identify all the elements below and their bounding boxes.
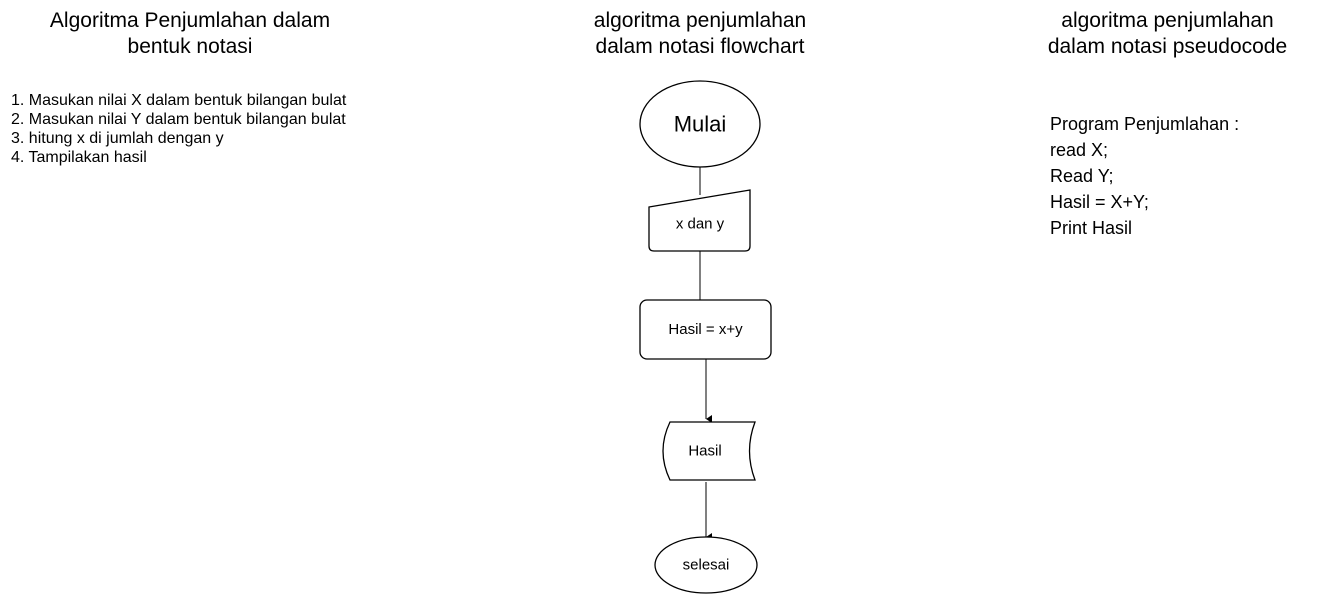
flowchart-end-node: selesai — [654, 536, 758, 594]
algorithm-step-3: 3. hitung x di jumlah dengan y — [11, 130, 224, 147]
pseudocode-line-1: Program Penjumlahan : — [1050, 114, 1240, 134]
algorithm-step-1: 1. Masukan nilai X dalam bentuk bilangan… — [11, 92, 347, 109]
title-pseudocode: algoritma penjumlahan dalam notasi pseud… — [1010, 8, 1325, 60]
flowchart-end-label: selesai — [683, 557, 730, 574]
title-pseudocode-line-1: algoritma penjumlahan — [1061, 9, 1274, 32]
title-notation-line-1: Algoritma Penjumlahan dalam — [49, 9, 331, 32]
flowchart-start-node: Mulai — [639, 80, 761, 168]
flowchart-process-node: Hasil = x+y — [639, 299, 772, 360]
algorithm-steps-list: 1. Masukan nilai X dalam bentuk bilangan… — [11, 91, 346, 167]
title-flowchart: algoritma penjumlahan dalam notasi flowc… — [540, 8, 860, 60]
pseudocode-block: Program Penjumlahan : read X; Read Y; Ha… — [1050, 111, 1239, 241]
pseudocode-line-4: Hasil = X+Y; — [1050, 192, 1149, 212]
flowchart-output-label: Hasil — [688, 443, 721, 460]
title-pseudocode-line-2: dalam notasi pseudocode — [1047, 35, 1288, 58]
algorithm-step-2: 2. Masukan nilai Y dalam bentuk bilangan… — [11, 111, 346, 128]
flowchart-process-label: Hasil = x+y — [668, 321, 743, 338]
title-flowchart-line-2: dalam notasi flowchart — [595, 35, 805, 58]
flowchart-input-label: x dan y — [676, 216, 725, 233]
pseudocode-line-2: read X; — [1050, 140, 1109, 160]
pseudocode-line-5: Print Hasil — [1050, 218, 1133, 238]
title-notation: Algoritma Penjumlahan dalam bentuk notas… — [0, 8, 380, 60]
flowchart-input-node: x dan y — [648, 189, 751, 252]
algorithm-step-4: 4. Tampilakan hasil — [11, 149, 147, 166]
title-flowchart-line-1: algoritma penjumlahan — [593, 9, 807, 32]
pseudocode-line-3: Read Y; — [1050, 166, 1114, 186]
flowchart-output-node: Hasil — [662, 421, 756, 481]
title-notation-line-2: bentuk notasi — [127, 35, 253, 58]
flowchart-start-label: Mulai — [674, 112, 727, 137]
